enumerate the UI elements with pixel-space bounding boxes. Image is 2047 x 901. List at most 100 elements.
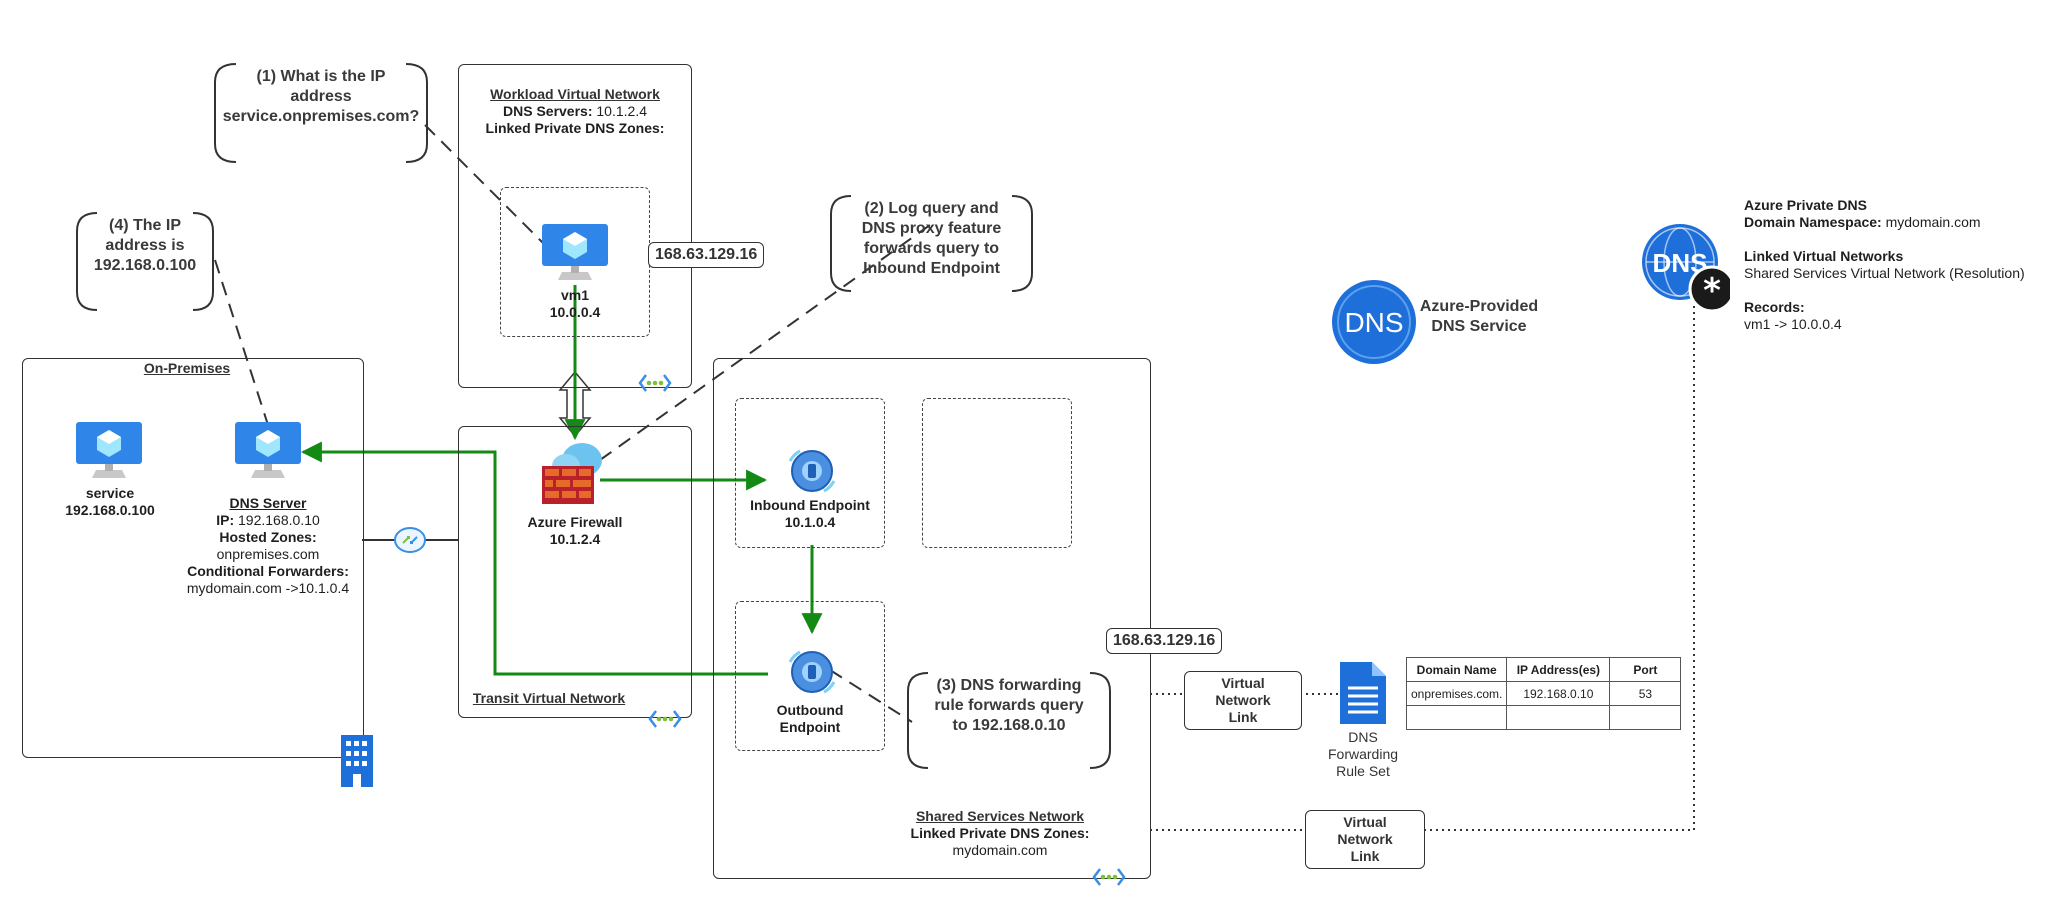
bubble-q4-line3: 192.168.0.100 (93, 257, 197, 274)
vnet-link-b-line1: Virtual Network (1337, 814, 1393, 847)
bubble-q1: (1) What is the IP address service.onpre… (218, 67, 424, 127)
firewall-name: Azure Firewall (527, 514, 623, 530)
leader-q1 (424, 124, 546, 246)
bubble-q1-line3: service.onpremises.com? (222, 108, 420, 125)
dns-server-cond: mydomain.com ->10.1.0.4 (186, 580, 350, 596)
vnet-link-a-line2: Link (1228, 709, 1258, 725)
forwarding-rules-table: Domain Name IP Address(es) Port onpremis… (1405, 657, 1682, 730)
dns-server-monitor-icon (235, 422, 301, 478)
bubble-q2-line3: forwards query to (863, 240, 1000, 257)
bubble-q1-line1: (1) What is the IP (256, 68, 386, 85)
private-dns-ns-line: Domain Namespace: mydomain.com (1744, 214, 1981, 231)
service-monitor-icon (76, 422, 142, 478)
bubble-q3-line2: rule forwards query (934, 697, 1084, 714)
vm1-name: vm1 (560, 287, 590, 303)
bubble-q1-left-bracket (214, 63, 237, 163)
inbound-endpoint-icon (788, 449, 836, 493)
workload-dns-servers-label: DNS Servers: (503, 103, 593, 119)
bubble-q4-right-bracket (192, 212, 214, 311)
svg-text:*: * (1703, 271, 1721, 311)
ruleset-line2: Forwarding (1327, 746, 1399, 762)
dns-server-ip: 192.168.0.10 (238, 512, 320, 528)
table-cell: 53 (1609, 681, 1682, 706)
transit-network-frame (458, 426, 692, 718)
vnet-link-a: Virtual Network Link (1184, 671, 1302, 730)
bubble-q2-right-bracket (1011, 195, 1033, 292)
shared-title: Shared Services Network (915, 808, 1085, 824)
dns-server-hosted: onpremises.com (216, 546, 320, 562)
ruleset-line1: DNS (1348, 729, 1378, 745)
dns-server-cond-label: Conditional Forwarders: (187, 563, 349, 579)
ruleset-document-icon (1340, 662, 1386, 724)
outbound-subnet (735, 601, 885, 751)
vnet-link-b-line2: Link (1350, 848, 1380, 864)
table-cell (1609, 705, 1682, 730)
bubble-q2: (2) Log query and DNS proxy feature forw… (834, 199, 1029, 279)
vm1-ip: 10.0.0.4 (549, 304, 601, 320)
ip-label-middle: 168.63.129.16 (1106, 628, 1223, 654)
private-dns-ns: mydomain.com (1885, 214, 1981, 230)
outbound-line2: Endpoint (779, 719, 841, 735)
private-dns-record: vm1 -> 10.0.0.4 (1744, 316, 1842, 332)
workload-dns-servers-line: DNS Servers: 10.1.2.4 (470, 103, 680, 120)
private-dns-linked: Shared Services Virtual Network (Resolut… (1744, 265, 2025, 281)
table-cell: onpremises.com. (1405, 681, 1508, 706)
firewall-ip: 10.1.2.4 (549, 531, 601, 547)
vnet-link-b: Virtual Network Link (1305, 810, 1425, 869)
bubble-q3-line1: (3) DNS forwarding (936, 677, 1082, 694)
link-vlink-b-private-dns (1424, 300, 1695, 831)
service-ip: 192.168.0.100 (65, 502, 155, 518)
outbound-line1: Outbound (776, 702, 844, 718)
shared-vnet-icon (1092, 868, 1126, 886)
bubble-q1-right-bracket (405, 63, 428, 163)
arrow-outbound-dns-server (300, 441, 768, 676)
azure-dns-icon-text: DNS (1344, 307, 1403, 338)
workload-vnet-icon (638, 374, 672, 392)
inbound-subnet (735, 398, 885, 548)
workload-network-frame (458, 64, 692, 388)
bubble-q4-line1: (4) The IP (108, 217, 181, 234)
vpn-gateway-icon (394, 527, 426, 553)
bubble-q2-line4: Inbound Endpoint (863, 260, 1000, 277)
dns-server-hosted-label: Hosted Zones: (219, 529, 317, 545)
outbound-endpoint-icon (788, 650, 836, 694)
bubble-q3: (3) DNS forwarding rule forwards query t… (911, 676, 1107, 736)
bubble-q2-line2: DNS proxy feature (861, 220, 1002, 237)
bubble-q4: (4) The IP address is 192.168.0.100 (80, 216, 210, 276)
azure-dns-line2: DNS Service (1431, 318, 1527, 335)
shared-linked-label: Linked Private DNS Zones: (910, 825, 1090, 841)
building-icon (341, 735, 373, 787)
ruleset-label: DNS Forwarding Rule Set (1313, 729, 1413, 780)
transit-title: Transit Virtual Network (472, 690, 626, 706)
private-dns-icon: DNS * (1642, 224, 1730, 313)
ip-label-top: 168.63.129.16 (648, 242, 765, 268)
workload-linked-label: Linked Private DNS Zones: (485, 120, 665, 136)
vm1-monitor-icon (542, 224, 608, 280)
bubble-q3-right-bracket (1089, 672, 1111, 769)
shared-network-frame (713, 358, 1151, 879)
bubble-q4-line2: address is (105, 237, 185, 254)
inbound-ip: 10.1.0.4 (784, 514, 836, 530)
vnet-link-a-line1: Virtual Network (1215, 675, 1271, 708)
workload-dns-servers: 10.1.2.4 (596, 103, 647, 119)
table-header-row: Domain Name IP Address(es) Port (1405, 657, 1682, 682)
table-row (1405, 705, 1682, 730)
transit-vnet-icon (648, 710, 682, 728)
empty-subnet (922, 398, 1072, 548)
bubble-q3-left-bracket (907, 672, 929, 769)
dns-server-title: DNS Server (229, 495, 307, 511)
private-dns-title: Azure Private DNS (1744, 197, 1867, 213)
azure-dns-label: Azure-Provided DNS Service (1414, 297, 1544, 337)
shared-linked-zone: mydomain.com (952, 842, 1048, 858)
bubble-q1-line2: address (290, 88, 352, 105)
bubble-q3-line3: to 192.168.0.10 (952, 717, 1066, 734)
inbound-name: Inbound Endpoint (750, 497, 870, 513)
bubble-q2-left-bracket (830, 195, 852, 292)
azure-dns-line1: Azure-Provided (1419, 298, 1539, 315)
bubble-q4-left-bracket (76, 212, 98, 311)
onprem-title: On-Premises (143, 360, 231, 376)
leader-q4 (214, 259, 269, 426)
dns-server-ip-line: IP: 192.168.0.10 (170, 512, 366, 529)
